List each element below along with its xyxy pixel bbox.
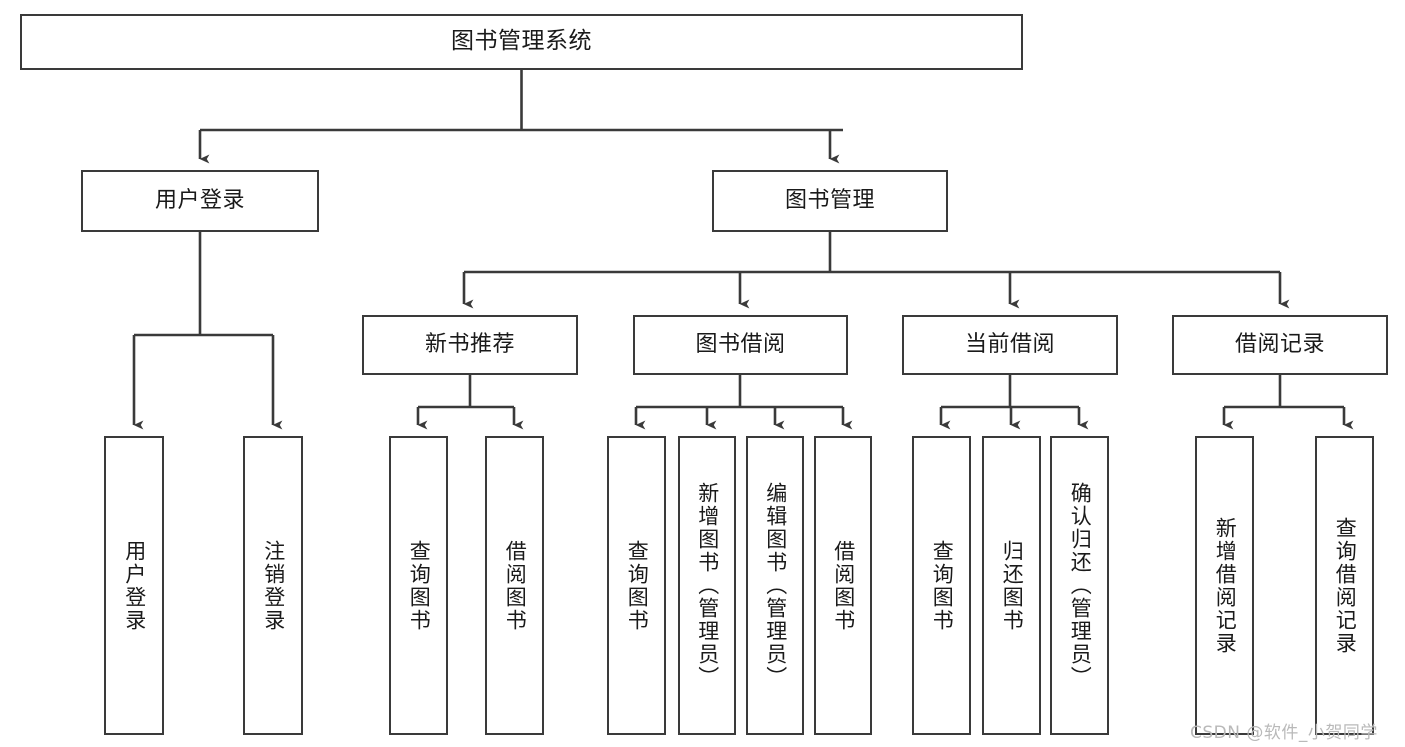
node-borrow-record[interactable]: 借阅记录 [1172,315,1388,375]
edge-userlogin-to-leaves [132,232,283,430]
leaf-return-book[interactable]: 归还图书 [982,436,1041,735]
node-book-management-label: 图书管理 [784,187,875,213]
leaf-query-book-new[interactable]: 查询图书 [389,436,448,735]
edge-record-to-leaves [1222,375,1354,430]
edge-root-to-level1 [198,70,843,164]
node-borrow-record-label: 借阅记录 [1234,331,1325,357]
leaf-edit-book-admin-label: 编辑图书（管理员） [763,482,788,689]
leaf-edit-book-admin[interactable]: 编辑图书（管理员） [746,436,804,735]
node-book-borrow-label: 图书借阅 [695,331,786,357]
leaf-borrow-book-new-label: 借阅图书 [503,539,528,632]
node-new-book-recommend[interactable]: 新书推荐 [362,315,578,375]
leaf-query-book-new-label: 查询图书 [407,539,432,632]
node-root-label: 图书管理系统 [451,28,592,55]
leaf-logout-label: 注销登录 [261,539,286,632]
edge-borrow-to-leaves [634,375,853,430]
leaf-confirm-return-admin[interactable]: 确认归还（管理员） [1050,436,1109,735]
leaf-borrow-book-label: 借阅图书 [831,539,856,632]
edge-current-to-leaves [939,375,1089,430]
leaf-query-book-current-label: 查询图书 [930,539,955,632]
leaf-query-book-borrow[interactable]: 查询图书 [607,436,666,735]
node-root[interactable]: 图书管理系统 [20,14,1023,70]
leaf-user-login-label: 用户登录 [122,539,147,632]
node-new-book-recommend-label: 新书推荐 [424,331,515,357]
leaf-logout[interactable]: 注销登录 [243,436,303,735]
edge-bookmgmt-to-level2 [462,232,1290,309]
leaf-user-login[interactable]: 用户登录 [104,436,164,735]
node-user-login[interactable]: 用户登录 [81,170,319,232]
leaf-query-book-borrow-label: 查询图书 [625,539,650,632]
node-book-management[interactable]: 图书管理 [712,170,948,232]
node-user-login-label: 用户登录 [154,187,245,213]
leaf-query-book-current[interactable]: 查询图书 [912,436,971,735]
leaf-query-borrow-record-label: 查询借阅记录 [1333,516,1358,655]
node-current-borrow-label: 当前借阅 [964,331,1055,357]
edge-newbook-to-leaves [416,375,524,430]
leaf-borrow-book-new[interactable]: 借阅图书 [485,436,544,735]
leaf-add-borrow-record[interactable]: 新增借阅记录 [1195,436,1254,735]
leaf-add-book-admin-label: 新增图书（管理员） [695,482,720,689]
leaf-confirm-return-admin-label: 确认归还（管理员） [1068,482,1093,689]
node-book-borrow[interactable]: 图书借阅 [633,315,848,375]
node-current-borrow[interactable]: 当前借阅 [902,315,1118,375]
leaf-return-book-label: 归还图书 [1000,539,1025,632]
leaf-add-book-admin[interactable]: 新增图书（管理员） [678,436,736,735]
leaf-add-borrow-record-label: 新增借阅记录 [1213,516,1238,655]
leaf-borrow-book[interactable]: 借阅图书 [814,436,872,735]
leaf-query-borrow-record[interactable]: 查询借阅记录 [1315,436,1374,735]
